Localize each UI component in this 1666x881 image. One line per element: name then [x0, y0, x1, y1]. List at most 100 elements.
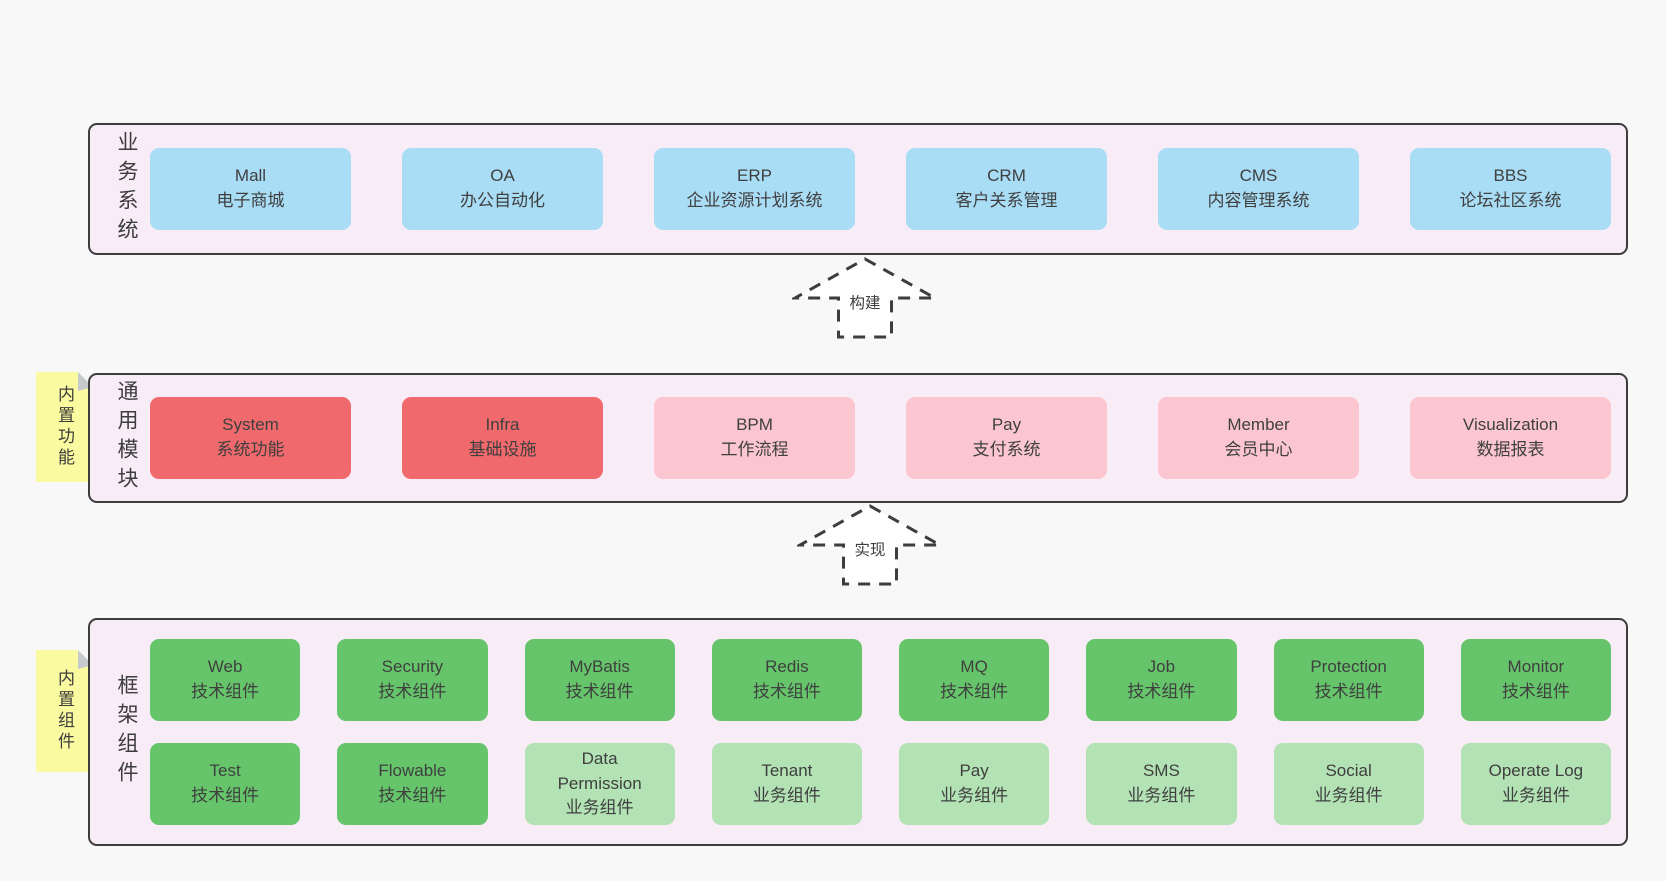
box-subtitle: 办公自动化 — [460, 191, 545, 210]
box-subtitle: 技术组件 — [565, 682, 634, 701]
box-job: Job 技术组件 — [1086, 639, 1237, 721]
box-title: OA — [490, 166, 515, 186]
box-subtitle: 技术组件 — [752, 682, 821, 701]
box-title: Social — [1325, 761, 1372, 781]
layer-business-systems: 业务系统 Mall 电子商城 OA 办公自动化 ERP 企业资源计划系统 CRM 客户关系管理… — [88, 123, 1628, 255]
sticky-note-built-in-components: 内置组件 — [36, 650, 93, 772]
box-subtitle: 业务组件 — [752, 786, 821, 805]
box-subtitle: 数据报表 — [1476, 440, 1545, 459]
box-subtitle: 业务组件 — [1314, 786, 1383, 805]
box-title: CRM — [987, 166, 1026, 186]
layer-label-framework-components: 框架组件 — [115, 674, 138, 790]
box-title: Redis — [765, 657, 809, 677]
box-mybatis: MyBatis 技术组件 — [524, 639, 675, 721]
box-subtitle: 客户关系管理 — [955, 191, 1058, 210]
layer-label-common-modules: 通用模块 — [115, 380, 138, 496]
box-mall: Mall 电子商城 — [150, 148, 351, 230]
box-title: Test — [209, 761, 241, 781]
box-subtitle: 会员中心 — [1224, 440, 1293, 459]
box-pay: Pay 业务组件 — [899, 743, 1050, 825]
box-title: System — [222, 415, 279, 435]
sticky-note-label: 内置组件 — [55, 669, 74, 753]
box-security: Security 技术组件 — [337, 639, 488, 721]
box-subtitle: 技术组件 — [1501, 682, 1570, 701]
box-title: Data Permission — [557, 749, 642, 793]
box-monitor: Monitor 技术组件 — [1460, 639, 1611, 721]
box-subtitle: 技术组件 — [378, 682, 447, 701]
box-subtitle: 技术组件 — [940, 682, 1009, 701]
box-title: MQ — [960, 657, 988, 677]
box-cms: CMS 内容管理系统 — [1158, 148, 1359, 230]
box-title: Pay — [959, 761, 989, 781]
component-row: System 系统功能 Infra 基础设施 BPM 工作流程 Pay 支付系统 Member 会… — [150, 397, 1611, 479]
box-title: Tenant — [761, 761, 813, 781]
box-title: Protection — [1310, 657, 1387, 677]
box-bpm: BPM 工作流程 — [654, 397, 855, 479]
layer-common-modules: 通用模块 System 系统功能 Infra 基础设施 BPM 工作流程 Pay 支付系统 Me… — [88, 373, 1628, 503]
common-modules-boxes: System 系统功能 Infra 基础设施 BPM 工作流程 Pay 支付系统 Member 会… — [150, 375, 1611, 501]
box-title: ERP — [737, 166, 772, 186]
box-subtitle: 基础设施 — [468, 440, 537, 459]
box-subtitle: 业务组件 — [565, 798, 634, 818]
box-title: BPM — [736, 415, 773, 435]
box-bbs: BBS 论坛社区系统 — [1410, 148, 1611, 230]
box-title: Web — [207, 657, 243, 677]
box-title: Job — [1147, 657, 1176, 677]
box-subtitle: 工作流程 — [720, 440, 789, 459]
box-subtitle: 业务组件 — [1501, 786, 1570, 805]
box-title: Visualization — [1462, 415, 1559, 435]
box-operate-log: Operate Log 业务组件 — [1460, 743, 1611, 825]
box-title: SMS — [1142, 761, 1180, 781]
box-subtitle: 电子商城 — [216, 191, 285, 210]
box-erp: ERP 企业资源计划系统 — [654, 148, 855, 230]
box-subtitle: 内容管理系统 — [1207, 191, 1310, 210]
box-subtitle: 支付系统 — [972, 440, 1041, 459]
box-title: MyBatis — [569, 657, 630, 677]
arrow-build-label: 构建 — [846, 291, 884, 314]
box-web: Web 技术组件 — [150, 639, 301, 721]
box-infra: Infra 基础设施 — [402, 397, 603, 479]
box-title: Security — [381, 657, 444, 677]
box-title: Pay — [991, 415, 1022, 435]
box-subtitle: 技术组件 — [191, 682, 260, 701]
box-title: CMS — [1239, 166, 1278, 186]
box-data-permission: Data Permission 业务组件 — [524, 743, 675, 825]
box-title: Mall — [234, 166, 267, 186]
box-visualization: Visualization 数据报表 — [1410, 397, 1611, 479]
box-social: Social 业务组件 — [1273, 743, 1424, 825]
box-system: System 系统功能 — [150, 397, 351, 479]
box-tenant: Tenant 业务组件 — [711, 743, 862, 825]
arrow-build-icon: 构建 — [792, 256, 938, 340]
box-subtitle: 系统功能 — [216, 440, 285, 459]
box-member: Member 会员中心 — [1158, 397, 1359, 479]
box-title: Operate Log — [1488, 761, 1584, 781]
box-subtitle: 论坛社区系统 — [1459, 191, 1562, 210]
box-subtitle: 技术组件 — [378, 786, 447, 805]
layer-label-business-systems: 业务系统 — [115, 131, 138, 247]
box-crm: CRM 客户关系管理 — [906, 148, 1107, 230]
box-sms: SMS 业务组件 — [1086, 743, 1237, 825]
arrow-implement-label: 实现 — [851, 538, 889, 561]
box-subtitle: 技术组件 — [1314, 682, 1383, 701]
box-subtitle: 企业资源计划系统 — [686, 191, 823, 210]
box-subtitle: 业务组件 — [940, 786, 1009, 805]
box-test: Test 技术组件 — [150, 743, 301, 825]
box-mq: MQ 技术组件 — [899, 639, 1050, 721]
component-row: Mall 电子商城 OA 办公自动化 ERP 企业资源计划系统 CRM 客户关系管理 CMS 内容… — [150, 148, 1611, 230]
sticky-note-built-in-features: 内置功能 — [36, 372, 93, 482]
box-title: Monitor — [1507, 657, 1565, 677]
box-redis: Redis 技术组件 — [711, 639, 862, 721]
box-pay: Pay 支付系统 — [906, 397, 1107, 479]
box-protection: Protection 技术组件 — [1273, 639, 1424, 721]
box-title: Member — [1227, 415, 1290, 435]
box-subtitle: 业务组件 — [1127, 786, 1196, 805]
box-title: Infra — [485, 415, 520, 435]
box-subtitle: 技术组件 — [1127, 682, 1196, 701]
box-oa: OA 办公自动化 — [402, 148, 603, 230]
box-subtitle: 技术组件 — [191, 786, 260, 805]
box-title: BBS — [1493, 166, 1528, 186]
